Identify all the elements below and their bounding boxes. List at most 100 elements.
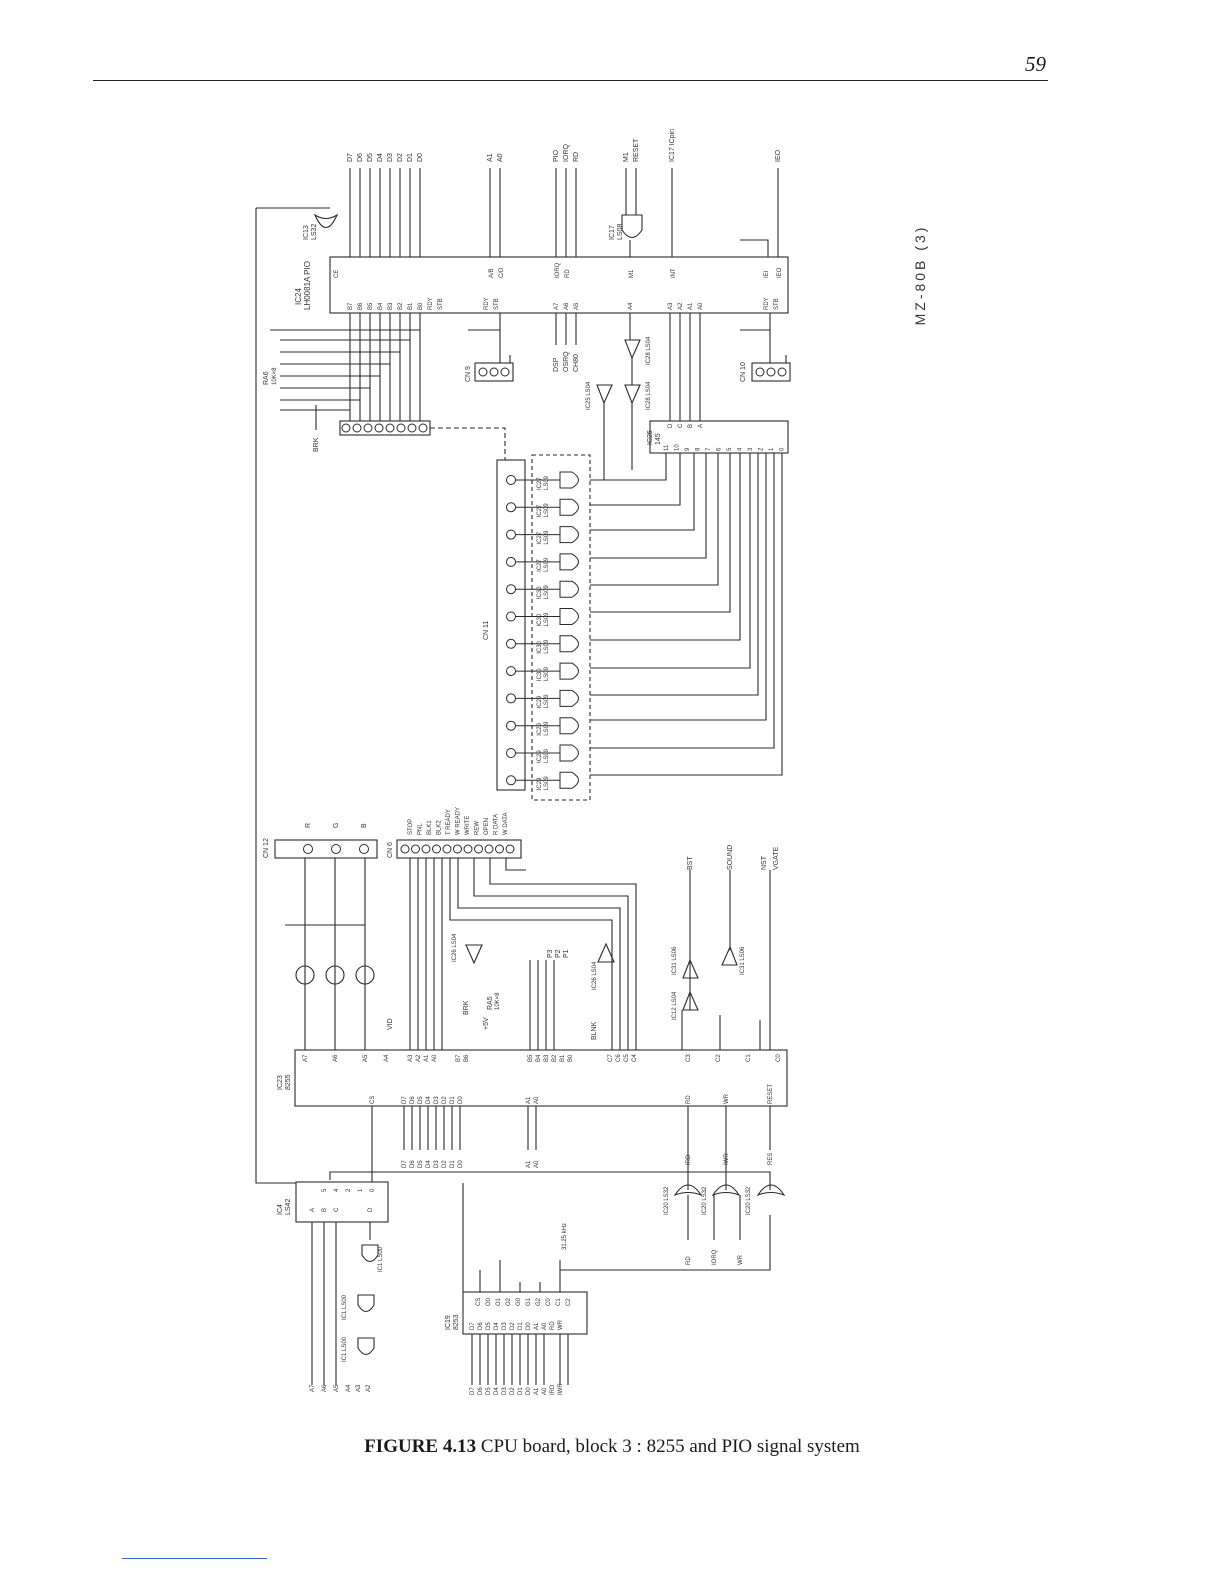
cn6-signal-label: OPEN [484, 818, 490, 835]
ppi-port-b-label: B7 [456, 1054, 462, 1062]
ppi-right-label: VGATE [773, 846, 780, 870]
ppi-port-a-label: A3 [408, 1054, 414, 1062]
pio-port-a-label: A6 [564, 302, 570, 310]
p-signal-label: P2 [555, 949, 562, 958]
cn11-pin [506, 693, 516, 704]
pio-bus-label: D4 [377, 153, 384, 162]
ic28b-ls04-label: IC28 LS04 [646, 381, 652, 410]
addr-in-label: A7 [310, 1384, 316, 1392]
nand-gate [559, 717, 579, 735]
nand-gate [559, 608, 579, 625]
connector-pin [374, 423, 384, 433]
pio-port-b-label: STB [438, 298, 444, 310]
ra5-part: 10K×8 [495, 992, 501, 1010]
ppi-port-c-label: C5 [624, 1054, 630, 1062]
ppi-right-label: BST [687, 856, 694, 870]
ic25-145-ref: IC25 [647, 430, 654, 445]
ls42-out-pin: 4 [334, 1188, 340, 1192]
ic13-part: LS32 [311, 224, 318, 240]
pio-port-a-label: A5 [574, 302, 580, 310]
timer-bus-label: IWR [558, 1383, 564, 1395]
pio-control-label: IORQ [563, 144, 570, 162]
ls42-out-pin: 0 [370, 1188, 376, 1192]
ppi-port-a-label: A7 [303, 1054, 309, 1062]
timer-pin-label: CS [476, 1298, 482, 1306]
ic23-8255-chip [294, 1049, 788, 1107]
timer-bus-pin-label: RD [550, 1321, 556, 1330]
pio-bus-label: D6 [357, 153, 364, 162]
timer-pin-label: C2 [566, 1298, 572, 1306]
cn6-signal-label: WRITE [465, 816, 471, 835]
ls42-in-pin: B [322, 1208, 328, 1212]
ls145-out-label: 6 [717, 447, 723, 451]
timer-bus-pin-label: D5 [486, 1322, 492, 1330]
cn9-connector [474, 362, 514, 382]
nand-gate [559, 471, 579, 489]
ic4-ls42-chip [295, 1181, 389, 1223]
cn11-pin [506, 584, 516, 595]
cn6-label: CN 6 [387, 842, 394, 858]
cn10-label: CN 10 [740, 362, 747, 382]
nand-ref: IC30 [537, 640, 543, 653]
ic25-145-part: 145 [655, 433, 662, 445]
timer-bus-pin-label: D6 [478, 1322, 484, 1330]
pio-pin-label: RD [565, 269, 571, 278]
ls42-in-pin: C [334, 1207, 340, 1212]
ppi-a1-label: A1 [526, 1096, 532, 1104]
ppi-port-a-label: A4 [384, 1054, 390, 1062]
ppi-a0-bus-label: A0 [534, 1160, 540, 1168]
cn12-pin [331, 844, 341, 854]
ls145-in-label: B [688, 424, 694, 428]
figure-number: FIGURE 4.13 [364, 1436, 477, 1457]
ppi-reset-label: RESET [768, 1084, 774, 1104]
cn6-pin [474, 844, 483, 854]
cn11-pin [506, 556, 516, 567]
bus-control-label: IRD [686, 1154, 692, 1165]
connector-pin [352, 423, 362, 433]
ppi-port-b-label: B5 [528, 1054, 534, 1062]
nand-part: LS09 [544, 503, 550, 518]
ic20-label: IC20 LS32 [702, 1186, 708, 1215]
ppi-bus-pin-label: D0 [458, 1096, 464, 1104]
ieo-label: IEO [775, 149, 782, 162]
timer-bus-label: A0 [542, 1387, 548, 1395]
pio-bus-label: D3 [387, 153, 394, 162]
pio-control-label: PIO [553, 149, 560, 162]
addr-in-label: A5 [334, 1384, 340, 1392]
ic17-ref: IC17 [609, 225, 616, 240]
ic28-ls04-label: IC28 LS04 [646, 336, 652, 365]
timer-bus-label: D3 [502, 1387, 508, 1395]
p-signal-label: P3 [547, 949, 554, 958]
cn9-pin [478, 367, 488, 377]
ls145-out-label: 1 [769, 447, 775, 451]
ppi-port-b-label: B0 [568, 1054, 574, 1062]
ic23-part: 8255 [285, 1074, 292, 1090]
cn6-pin [421, 844, 431, 854]
ppi-bus-label: D7 [402, 1160, 408, 1168]
nand-ref: IC30 [537, 586, 543, 599]
ls42-out-pin: 2 [346, 1188, 352, 1192]
ic24-pio-chip [329, 256, 789, 314]
timer-bus-label: D4 [494, 1387, 500, 1395]
nand-ref: IC27 [537, 477, 543, 490]
cn12-label: CN 12 [263, 838, 270, 858]
pio-port-a-label: A4 [628, 302, 634, 310]
ppi-port-b-label: B3 [544, 1054, 550, 1062]
connector-pin [385, 423, 395, 433]
ppi-port-c-label: C1 [746, 1054, 752, 1062]
ppi-port-c-label: C7 [608, 1054, 614, 1062]
nand-part: LS09 [544, 639, 550, 654]
cn11-connector [496, 459, 526, 791]
cn11-pin [506, 638, 516, 649]
page-number: 59 [1025, 52, 1046, 76]
ls42-in-pin: A [310, 1208, 316, 1212]
cn6-signal-label: REW [475, 821, 481, 835]
ic26b-ls04-label: IC26 LS04 [592, 961, 598, 990]
pio-bus-label: D0 [417, 153, 424, 162]
timer-bus-label: D6 [478, 1387, 484, 1395]
ls00-label: IC1 LS00 [378, 1246, 384, 1272]
ppi-bus-pin-label: D2 [442, 1096, 448, 1104]
ppi-bus-pin-label: D1 [450, 1096, 456, 1104]
cn12-connector [274, 839, 378, 859]
pio-pin-label: IEI [764, 270, 770, 278]
